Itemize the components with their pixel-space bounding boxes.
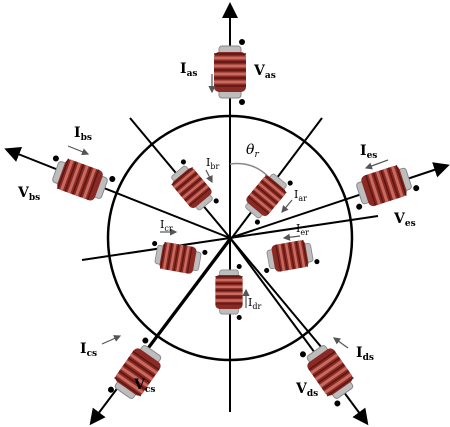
label-ibr: Ibr xyxy=(206,156,220,171)
arrow-iar xyxy=(281,199,293,213)
axis-e xyxy=(229,162,450,239)
coil-rotor-e xyxy=(258,236,322,276)
label-ibs: Ibs xyxy=(74,125,92,143)
label-vds: Vds xyxy=(296,381,319,399)
coil-rotor-c xyxy=(146,238,210,278)
coil-stator-b xyxy=(42,152,118,208)
label-ics: Ics xyxy=(80,341,98,359)
arrow-ibs xyxy=(67,145,90,156)
coil-stator-a xyxy=(212,37,248,107)
coil-stator-e xyxy=(346,159,422,213)
label-ies: Ies xyxy=(360,143,378,161)
arrow-ier xyxy=(282,233,301,241)
label-ias: Ias xyxy=(180,61,198,79)
arrow-ids xyxy=(333,337,349,349)
arrow-ies xyxy=(364,159,389,170)
label-icr: Icr xyxy=(160,218,173,233)
label-ier: Ier xyxy=(296,222,309,237)
label-iar: Iar xyxy=(294,188,307,203)
label-theta-r: θr xyxy=(246,142,259,160)
coil-rotor-d xyxy=(214,262,244,322)
arrow-ics xyxy=(101,335,122,345)
label-idr: Idr xyxy=(248,296,262,311)
coil-stator-c xyxy=(104,334,172,410)
label-vcs: Vcs xyxy=(134,377,156,395)
axis-b xyxy=(4,146,231,239)
label-ves: Ves xyxy=(394,211,416,229)
axis-c xyxy=(89,237,231,426)
label-vas: Vas xyxy=(254,63,276,81)
label-ids: Ids xyxy=(356,345,374,363)
label-vbs: Vbs xyxy=(18,185,41,203)
arrow-ibr xyxy=(205,169,213,184)
